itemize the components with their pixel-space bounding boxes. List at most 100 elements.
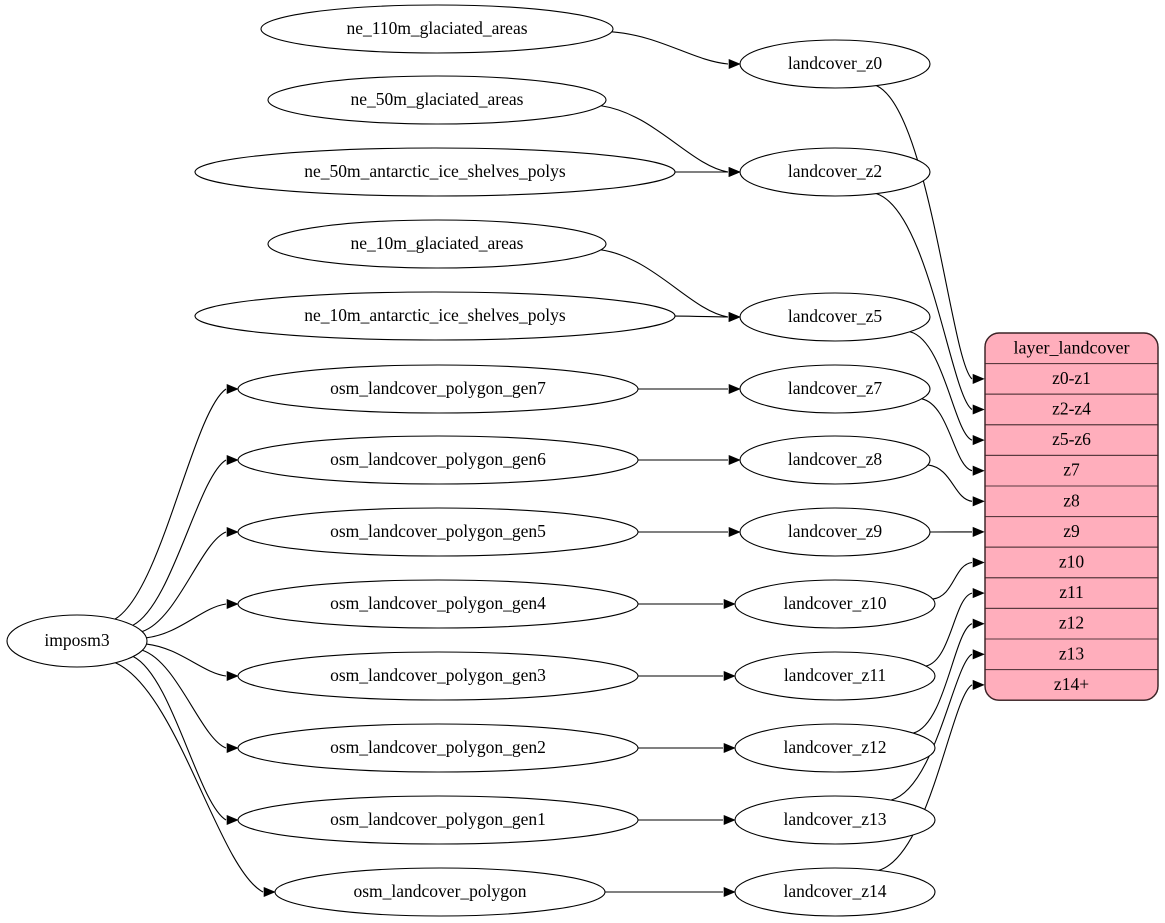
edge-line (909, 331, 973, 441)
table-row[interactable]: z10 (984, 546, 1159, 579)
edge-line (925, 592, 973, 667)
node-label: landcover_z13 (783, 809, 886, 829)
edge-imposm3-to-osm_landcover_polygon_gen5 (142, 526, 239, 633)
node-landcover_z11[interactable]: landcover_z11 (734, 651, 936, 701)
edge-landcover_z5-to-layer_landcover_z5-z6 (909, 331, 985, 446)
edge-arrowhead (972, 526, 985, 537)
edge-line (132, 656, 227, 821)
table-row[interactable]: z7 (984, 454, 1159, 487)
edge-arrowhead (972, 679, 985, 690)
node-landcover_z2[interactable]: landcover_z2 (739, 147, 931, 197)
edge-arrowhead (972, 373, 985, 384)
edge-imposm3-to-osm_landcover_polygon_gen6 (132, 454, 239, 626)
edge-landcover_z2-to-layer_landcover_z2-z4 (876, 193, 985, 415)
node-shape (734, 723, 936, 773)
node-imposm3[interactable]: imposm3 (6, 614, 148, 668)
node-label: osm_landcover_polygon (353, 881, 526, 901)
node-shape (237, 723, 639, 773)
edge-arrowhead (723, 886, 736, 898)
node-landcover_z12[interactable]: landcover_z12 (734, 723, 936, 773)
node-osm_landcover_polygon[interactable]: osm_landcover_polygon (274, 867, 606, 917)
edge-landcover_z10-to-layer_landcover_z10 (932, 557, 985, 600)
node-label: landcover_z7 (788, 378, 883, 398)
node-osm_landcover_polygon_gen7[interactable]: osm_landcover_polygon_gen7 (237, 364, 639, 414)
edge-imposm3-to-osm_landcover_polygon_gen4 (146, 598, 239, 639)
edge-landcover_z13-to-layer_landcover_z13 (890, 649, 985, 801)
edge-arrowhead (263, 886, 276, 898)
node-ne_10m_glaciated_areas[interactable]: ne_10m_glaciated_areas (267, 219, 607, 269)
node-shape (267, 219, 607, 269)
edge-imposm3-to-osm_landcover_polygon_gen1 (132, 656, 239, 826)
edge-arrowhead (226, 742, 239, 754)
node-shape (194, 147, 676, 197)
table-row-label: z14+ (1054, 674, 1089, 694)
table-row[interactable]: z13 (984, 638, 1159, 671)
edge-ne_110m_glaciated_areas-to-landcover_z0 (611, 31, 741, 70)
edge-arrowhead (728, 166, 741, 178)
node-landcover_z10[interactable]: landcover_z10 (734, 579, 936, 629)
edge-line (146, 643, 227, 677)
node-label: ne_50m_glaciated_areas (351, 89, 524, 109)
node-osm_landcover_polygon_gen4[interactable]: osm_landcover_polygon_gen4 (237, 579, 639, 629)
node-landcover_z14[interactable]: landcover_z14 (734, 867, 936, 917)
edge-line (142, 531, 227, 633)
table-row[interactable]: z9 (984, 516, 1159, 548)
edge-landcover_z0-to-layer_landcover_z0-z1 (876, 85, 985, 384)
table-row[interactable]: z11 (984, 577, 1159, 609)
edge-ne_50m_antarctic_ice_shelves_polys-to-landcover_z2 (674, 166, 741, 178)
edge-osm_landcover_polygon_gen6-to-landcover_z8 (637, 454, 741, 466)
node-label: landcover_z2 (788, 161, 882, 181)
table-row[interactable]: z14+ (984, 669, 1159, 701)
table-row[interactable]: z12 (984, 607, 1159, 640)
table-row[interactable]: z0-z1 (984, 363, 1159, 395)
edge-line (600, 249, 729, 318)
table-row-label: z5-z6 (1052, 429, 1091, 449)
node-shape (194, 291, 676, 341)
node-landcover_z7[interactable]: landcover_z7 (739, 364, 931, 414)
node-label: imposm3 (44, 630, 109, 650)
edge-arrowhead (723, 670, 736, 682)
edge-arrowhead (972, 557, 985, 568)
node-ne_110m_glaciated_areas[interactable]: ne_110m_glaciated_areas (260, 4, 614, 54)
node-osm_landcover_polygon_gen5[interactable]: osm_landcover_polygon_gen5 (237, 507, 639, 557)
node-osm_landcover_polygon_gen2[interactable]: osm_landcover_polygon_gen2 (237, 723, 639, 773)
node-shape (237, 651, 639, 701)
layer-landcover-table: layer_landcoverz0-z1z2-z4z5-z6z7z8z9z10z… (984, 332, 1159, 701)
edge-imposm3-to-osm_landcover_polygon (115, 662, 276, 898)
node-shape (237, 579, 639, 629)
node-ne_10m_antarctic_ice_shelves_polys[interactable]: ne_10m_antarctic_ice_shelves_polys (194, 291, 676, 341)
node-ne_50m_antarctic_ice_shelves_polys[interactable]: ne_50m_antarctic_ice_shelves_polys (194, 147, 676, 197)
edge-line (876, 193, 973, 410)
node-landcover_z13[interactable]: landcover_z13 (734, 795, 936, 845)
edge-ne_10m_antarctic_ice_shelves_polys-to-landcover_z5 (674, 311, 741, 323)
edge-line (890, 653, 973, 801)
table-outline (984, 332, 1159, 701)
node-shape (237, 435, 639, 485)
table-row[interactable]: z5-z6 (984, 424, 1159, 456)
edge-line (600, 105, 729, 173)
table-header-label: layer_landcover (1014, 337, 1130, 357)
table-row[interactable]: z8 (984, 485, 1159, 518)
node-landcover_z8[interactable]: landcover_z8 (739, 435, 931, 485)
node-landcover_z9[interactable]: landcover_z9 (739, 507, 931, 557)
table-row[interactable]: z2-z4 (984, 393, 1159, 426)
node-osm_landcover_polygon_gen1[interactable]: osm_landcover_polygon_gen1 (237, 795, 639, 845)
node-shape (739, 147, 931, 197)
node-landcover_z0[interactable]: landcover_z0 (739, 39, 931, 89)
edge-line (913, 623, 973, 734)
node-ne_50m_glaciated_areas[interactable]: ne_50m_glaciated_areas (267, 75, 607, 125)
layer-table-group[interactable]: layer_landcoverz0-z1z2-z4z5-z6z7z8z9z10z… (984, 332, 1159, 701)
edge-osm_landcover_polygon_gen5-to-landcover_z9 (638, 526, 741, 538)
edge-line (142, 649, 227, 749)
node-osm_landcover_polygon_gen6[interactable]: osm_landcover_polygon_gen6 (237, 435, 639, 485)
edge-line (921, 398, 973, 472)
node-osm_landcover_polygon_gen3[interactable]: osm_landcover_polygon_gen3 (237, 651, 639, 701)
edge-line (878, 684, 973, 871)
node-shape (739, 364, 931, 414)
node-landcover_z5[interactable]: landcover_z5 (739, 292, 931, 342)
edge-arrowhead (226, 526, 239, 538)
edge-arrowhead (723, 742, 736, 754)
edge-arrowhead (226, 383, 239, 395)
edge-landcover_z8-to-layer_landcover_z8 (927, 464, 985, 507)
